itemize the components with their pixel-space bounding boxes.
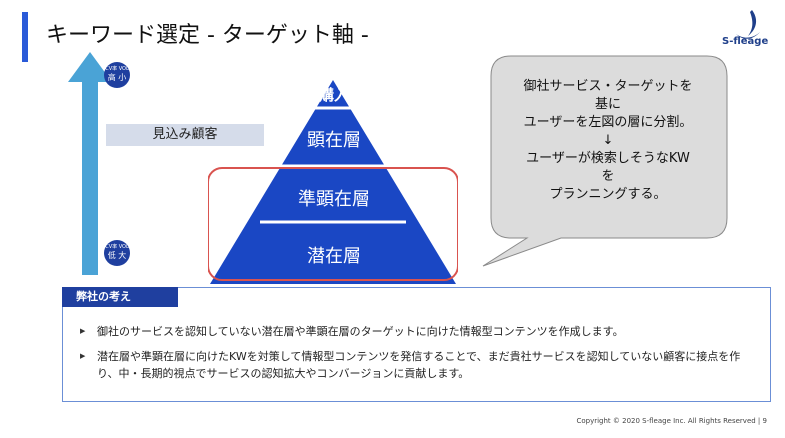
bubble-line: 御社サービス・ターゲットを [523, 79, 693, 94]
pyramid-level-semi-aware: 準顕在層 [298, 189, 370, 210]
bullet-triangle-icon: ▶ [80, 352, 86, 360]
bullet-text: 御社のサービスを認知していない潜在層や準顕在層のターゲットに向けた情報型コンテン… [97, 325, 624, 338]
bullet-triangle-icon: ▶ [80, 327, 86, 335]
page-title: キーワード選定 - ターゲット軸 - [46, 23, 369, 48]
cv-label: CV率 [105, 66, 118, 72]
company-logo-icon [736, 10, 760, 39]
bubble-line: ↓ [602, 133, 614, 148]
vol-value: 大 [118, 251, 127, 260]
vol-label: VOL [118, 66, 129, 72]
vol-value: 小 [118, 73, 127, 82]
cv-label: CV率 [105, 244, 118, 250]
bullet-text: 潜在層や準顕在層に向けたKWを対策して情報型コンテンツを発信することで、まだ貴社… [97, 350, 741, 380]
audience-label: 見込み顧客 [106, 124, 264, 146]
cv-value: 低 [107, 251, 116, 260]
upward-arrow-shaft [82, 80, 98, 275]
cv-high-badge: CV率 VOL 高 小 [104, 62, 130, 88]
highlight-frame [208, 167, 458, 281]
policy-header: 弊社の考え [62, 287, 178, 307]
bubble-line: プランニングする。 [549, 187, 667, 202]
bubble-line: 基に [594, 97, 621, 112]
pyramid-level-latent: 潜在層 [307, 246, 361, 267]
page-number: 9 [762, 417, 767, 425]
speech-bubble [482, 55, 728, 267]
cv-value: 高 [107, 73, 116, 82]
title-accent-bar [22, 12, 28, 62]
vol-label: VOL [118, 244, 129, 250]
cv-low-badge: CV率 VOL 低 大 [104, 240, 130, 266]
target-pyramid [208, 80, 458, 284]
bubble-line: を [601, 169, 615, 184]
copyright-text: Copyright © 2020 S-fleage Inc. All Right… [576, 417, 761, 425]
pyramid-shape [210, 80, 456, 284]
logo-text: S-fleage [722, 36, 769, 47]
pyramid-level-purchase: 購入 [318, 86, 349, 104]
bubble-line: ユーザーが検索しそうなKW [526, 151, 690, 166]
bubble-line: ユーザーを左図の層に分割。 [523, 115, 693, 130]
footer: Copyright © 2020 S-fleage Inc. All Right… [576, 417, 767, 425]
policy-box [62, 287, 771, 402]
pyramid-level-aware: 顕在層 [307, 130, 361, 151]
bubble-text: 御社サービス・ターゲットを 基に ユーザーを左図の層に分割。 ↓ ユーザーが検索… [488, 78, 728, 204]
